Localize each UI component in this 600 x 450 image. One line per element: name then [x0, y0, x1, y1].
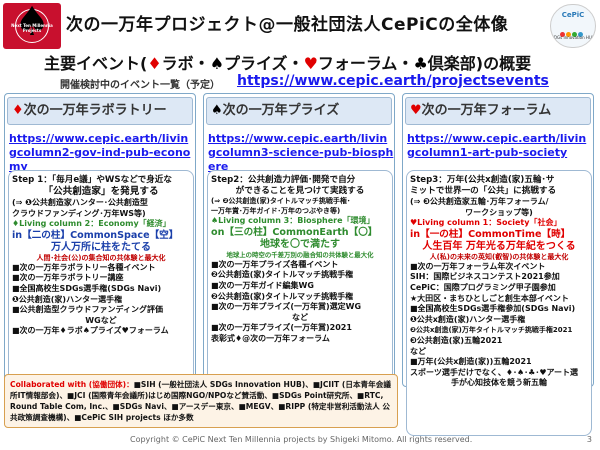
motto-sub-line: 地球上の時空の千差万別の融合知の共体験と最大化	[226, 250, 374, 259]
pillar-line: in【一の柱】CommonTime【時】	[410, 228, 571, 240]
list-item: ❷公共創造(家)タイトルマッチ挑戦手権	[211, 270, 354, 280]
subtitle-lab: ラボ・	[161, 54, 210, 73]
list-item: など	[410, 346, 426, 356]
list-item: CePiC：国際プログラミング甲子園参加	[410, 282, 556, 292]
spade-icon: ♠	[14, 3, 50, 45]
diamond-icon: ♦	[12, 103, 24, 118]
column-prize: ♠次の一万年プライズ https://www.cepic.earth/livin…	[203, 93, 395, 387]
list-item: ■全国高校生SDGs選手権参加(SDGs Navi)	[410, 304, 576, 314]
column-content-laboratory: Step 1：「毎月e議」やWSなどで身近な 「公共創造家」を発見する (⇒ ❶…	[8, 170, 194, 382]
motto-line: 人生百年 万年光る万年紀をつくる	[422, 240, 576, 252]
motto-sub-line: 人間･社会(公)の集合知の共体験と最大化	[36, 253, 166, 262]
logo-right-title: CePiC	[561, 11, 585, 19]
logo-right-sub: SDGs Innovation HUB	[551, 35, 595, 40]
step-line: 「公共創造家」を発見する	[43, 186, 159, 197]
list-item: 表彰式♦@次の一万年フォーラム	[211, 333, 330, 343]
list-item: ❶公共創造(家)ハンター選手権	[12, 294, 123, 304]
column-header-forum: ♥次の一万年フォーラム	[405, 97, 591, 125]
step-detail: (⇒ ❷公共創造(家)タイトルマッチ挑戦手権･	[211, 197, 351, 205]
logo-next-ten-millennia: ♠ Next Ten Millennia Projects	[3, 3, 61, 49]
list-item: ■次の一万年♦ラボ♠プライズ♥フォーラム	[12, 326, 169, 336]
column-title: 次の一万年ラボラトリー	[23, 103, 167, 118]
living-column-line: ♠Living column 3：Biosphere「環境」	[211, 216, 375, 226]
list-item: スポーツ選手だけでなく、♦･♠･♣･♥アート選	[410, 367, 579, 377]
step-detail: ワークショップ等)	[465, 207, 533, 217]
logo-ring	[15, 9, 49, 43]
column-content-forum: Step3：万年(公共x創造(家)五輪･サ ミットで世界一の「公共」に挑戦する …	[406, 170, 592, 436]
page-title: 次の一万年プロジェクト@一般社団法人CePiCの全体像	[66, 15, 509, 35]
column-link-laboratory[interactable]: https://www.cepic.earth/livingcolumn2-go…	[9, 132, 191, 173]
column-header-laboratory: ♦次の一万年ラボラトリー	[7, 97, 193, 125]
list-item: ■全国高校生SDGs選手権(SDGs Navi)	[12, 283, 162, 293]
list-item: ❷公共創造(家)タイトルマッチ挑戦手権	[211, 291, 354, 301]
diamond-icon: ♦	[147, 54, 162, 73]
column-laboratory: ♦次の一万年ラボラトリー https://www.cepic.earth/liv…	[4, 93, 196, 387]
step-line: Step2：公共創造力評価･開発で自分	[211, 175, 356, 185]
list-item: ■次の一万年フォーラム年次イベント	[410, 261, 546, 271]
list-item: ■次の一万年ラボラトリー各種イベント	[12, 262, 156, 272]
step-line: ミットで世界一の「公共」に挑戦する	[410, 186, 557, 196]
subtitle-prefix: 主要イベント(	[44, 54, 148, 73]
column-title: 次の一万年フォーラム	[421, 103, 552, 118]
spade-icon: ♠	[211, 103, 223, 118]
list-item: ■次の一万年ガイド編集WG	[211, 280, 314, 290]
subtitle-suffix: )の概要	[475, 54, 532, 73]
list-item: ■次の一万年ラボラトリー講座	[12, 273, 124, 283]
column-content-prize: Step2：公共創造力評価･開発で自分 ができることを見つけて実践する (⇒ ❷…	[207, 170, 393, 382]
pillar-line: on【三の柱】CommonEarth【〇】	[211, 226, 378, 238]
list-item: ★大田区・まちひとしごと創生本部イベント	[410, 293, 569, 303]
step-line: Step 1：「毎月e議」やWSなどで身近な	[12, 175, 172, 185]
list-item: ■公共創造型クラウドファンディング評価	[12, 305, 163, 315]
living-column-line: ♦Living column 2：Economy「経済」	[12, 219, 171, 229]
step-detail: クラウドファンディング･万年WS等)	[12, 208, 146, 218]
list-item: SIH：国際ビジネスコンテスト2021参加	[410, 272, 560, 282]
heart-icon: ♥	[303, 54, 318, 73]
column-title: 次の一万年プライズ	[222, 103, 340, 118]
subtitle-club: 倶楽部	[427, 54, 476, 73]
logo-cepic: CePiC SDGs Innovation HUB	[550, 4, 596, 48]
motto-line: 地球を〇で満たす	[260, 238, 340, 250]
collaborators-box: Collaborated with (協働団体)：■SIH (一般社団法人 SD…	[4, 374, 398, 428]
list-item: など	[292, 312, 308, 322]
list-item: ■次の一万年プライズ(一万年賞)選定WG	[211, 302, 362, 312]
living-column-line: ♥Living column 1：Society「社会」	[410, 218, 562, 228]
page-number: 3	[586, 435, 592, 444]
heart-icon: ♥	[410, 103, 422, 118]
collaborators-text: ■SIH (一般社団法人 SDGs Innovation HUB)、■JCIIT…	[10, 380, 391, 422]
subtitle-prize: プライズ・	[224, 54, 304, 73]
step-detail: (⇒ ❶公共創造家ハンター･公共創造型	[12, 198, 148, 207]
column-header-prize: ♠次の一万年プライズ	[206, 97, 392, 125]
subtitle: 主要イベント(♦ラボ・♠プライズ・♥フォーラム・♣倶楽部)の概要	[44, 50, 531, 74]
column-link-prize[interactable]: https://www.cepic.earth/livingcolumn3-sc…	[208, 132, 394, 173]
copyright: Copyright © CePiC Next Ten Millennia pro…	[130, 435, 473, 444]
events-link[interactable]: https://www.cepic.earth/projectsevents	[237, 73, 549, 89]
event-listing-label: 開催検討中のイベント一覧（予定）	[60, 80, 220, 91]
list-item: ■次の一万年プライズ各種イベント	[211, 259, 339, 269]
step-line: Step3：万年(公共x創造(家)五輪･サ	[410, 175, 555, 185]
column-link-forum[interactable]: https://www.cepic.earth/livingcolumn1-ar…	[407, 132, 587, 159]
list-item: ❸公共創造(家)五輪2021	[410, 335, 503, 345]
club-icon: ♣	[413, 54, 428, 73]
motto-line: 万人万所に柱をたてる	[51, 241, 151, 253]
spade-icon: ♠	[209, 54, 225, 73]
logo-left-text: Next Ten Millennia Projects	[11, 23, 53, 33]
pillar-line: in【二の柱】CommonSpace【空】	[12, 229, 179, 241]
logo-dots-icon	[560, 22, 588, 37]
list-item: ❷公共x創造(家)万年タイトルマッチ挑戦手権2021	[410, 326, 573, 335]
subtitle-forum: フォーラム・	[317, 54, 414, 73]
step-detail: 一万年賞･万年ガイド･万年のつぶやき等)	[211, 206, 341, 215]
list-item: WGなど	[85, 315, 117, 325]
step-detail: (⇒ ❸公共創造家五輪･万年フォーラム/	[410, 197, 549, 206]
list-item: ■次の一万年プライズ(一万年賞)2021	[211, 323, 352, 333]
list-item: ■万年(公共x創造(家))五輪2021	[410, 357, 532, 367]
collaborators-label: Collaborated with (協働団体)：	[10, 380, 134, 389]
motto-sub-line: 人(私)の未来の英知(叡智)の共体験と最大化	[429, 252, 569, 261]
column-forum: ♥次の一万年フォーラム https://www.cepic.earth/livi…	[402, 93, 594, 436]
list-item: ❶公共x創造(家)ハンター選手権	[410, 314, 526, 324]
step-line: ができることを見つけて実践する	[235, 186, 365, 196]
list-item: 手が心知技体を競う新五輪	[451, 378, 547, 388]
